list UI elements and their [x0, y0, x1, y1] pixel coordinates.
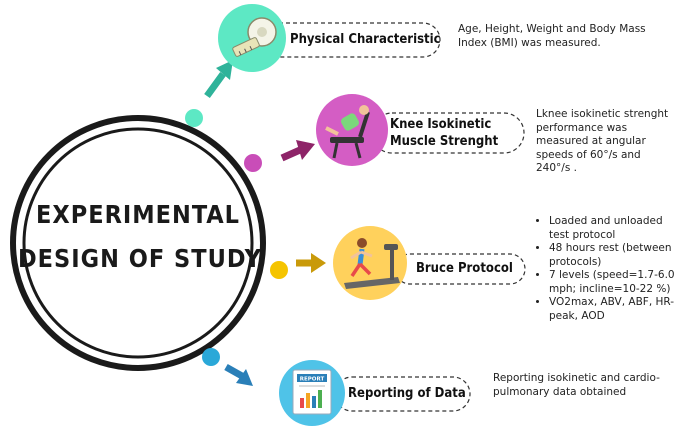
- ring-dot-knee: [244, 154, 262, 172]
- report-icon-label: REPORT: [300, 377, 325, 383]
- step-title-reporting: Reporting of Data: [348, 386, 466, 401]
- isokinetic-chair-icon: [325, 105, 370, 159]
- arrow-reporting: [224, 363, 253, 386]
- treadmill-runner-icon: [344, 238, 400, 289]
- description-physical: Age, Height, Weight and Body Mass Index …: [458, 23, 646, 49]
- bruce-bullet-list: Loaded and unloaded test protocol 48 hou…: [535, 215, 677, 323]
- ring-dot-reporting: [202, 348, 220, 366]
- main-ring-inner: [22, 127, 254, 359]
- icon-circle-bruce: [333, 226, 407, 300]
- report-document-icon: REPORT: [292, 369, 332, 415]
- step-title-knee-line1: Knee Isokinetic: [390, 117, 492, 132]
- main-ring-outer: [10, 115, 266, 371]
- arrow-bruce: [296, 253, 326, 273]
- measuring-tape-icon: [232, 17, 277, 57]
- icon-circle-knee: [316, 94, 388, 166]
- arrow-physical: [204, 60, 233, 99]
- bruce-bullet: 48 hours rest (between protocols): [549, 242, 677, 269]
- arrow-knee: [280, 140, 315, 162]
- ring-dot-physical: [185, 109, 203, 127]
- description-bruce: Loaded and unloaded test protocol 48 hou…: [535, 215, 677, 323]
- bruce-bullet: VO2max, ABV, ABF, HR-peak, AOD: [549, 296, 677, 323]
- step-title-knee-line2: Muscle Strenght: [390, 134, 499, 149]
- bruce-bullet: Loaded and unloaded test protocol: [549, 215, 677, 242]
- step-title-bruce: Bruce Protocol: [416, 261, 513, 276]
- description-reporting: Reporting isokinetic and cardio-pulmonar…: [493, 372, 660, 398]
- label-box-bruce: [394, 253, 526, 285]
- main-title-line2: DESIGN OF STUDY: [18, 244, 262, 273]
- ring-dot-bruce: [270, 261, 288, 279]
- main-title-line1: EXPERIMENTAL: [36, 200, 240, 229]
- bruce-bullet: 7 levels (speed=1.7-6.0 mph; incline=10-…: [549, 269, 677, 296]
- step-title-physical: Physical Characteristic: [290, 32, 441, 47]
- description-knee: Lknee isokinetic strenght performance wa…: [536, 108, 669, 174]
